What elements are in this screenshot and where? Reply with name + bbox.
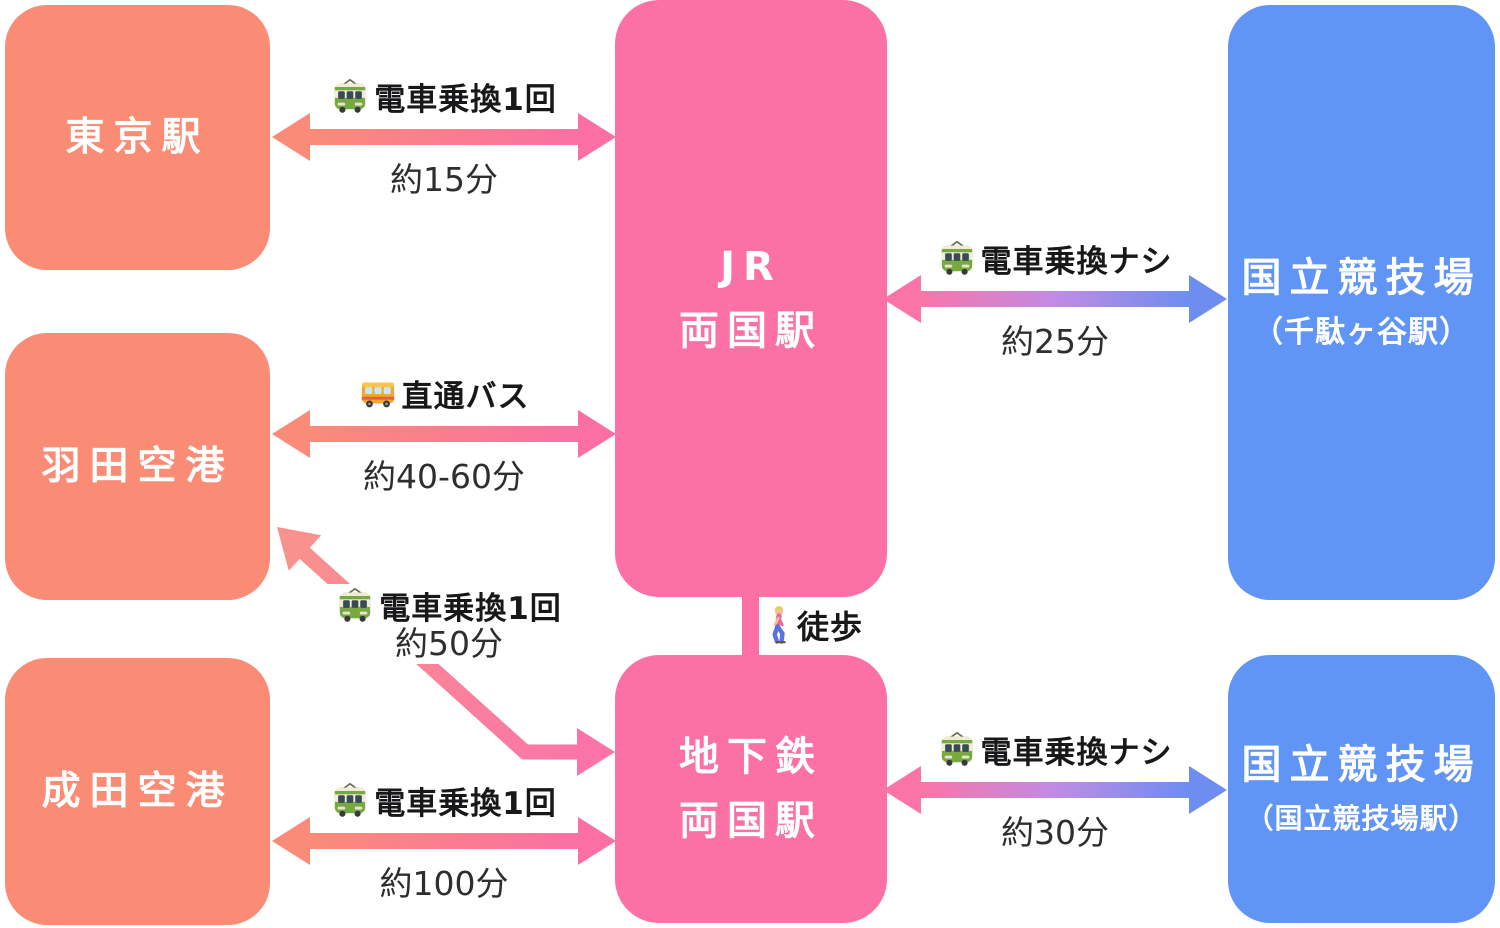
node-label-line1: 地下鉄 bbox=[679, 734, 823, 780]
node-label-line2: （国立競技場駅） bbox=[1245, 802, 1478, 835]
walk-label-text: 徒歩 bbox=[797, 608, 864, 646]
tram-icon bbox=[331, 77, 369, 115]
route-label: 電車乗換ナシ bbox=[938, 730, 1173, 771]
arrow-head-left-icon bbox=[883, 275, 921, 323]
walk-icon bbox=[766, 605, 791, 645]
arrow-head-right-icon bbox=[578, 817, 616, 865]
node-narita-airport: 成田空港 bbox=[5, 658, 270, 925]
node-label: 羽田空港 bbox=[41, 444, 234, 489]
node-jr-ryogoku-station: JR 両国駅 bbox=[615, 0, 887, 597]
route-label: 電車乗換1回 bbox=[331, 77, 557, 118]
tram-icon bbox=[938, 239, 976, 277]
tram-icon bbox=[336, 586, 374, 624]
route-label: 直通バス bbox=[359, 374, 530, 415]
double-arrow bbox=[883, 275, 1227, 323]
arrow-shaft bbox=[310, 426, 578, 442]
node-label-line1: 国立競技場 bbox=[1241, 742, 1482, 788]
node-national-stadium-kokuritsukyogijo: 国立競技場 （国立競技場駅） bbox=[1228, 655, 1495, 923]
node-subway-ryogoku-station: 地下鉄 両国駅 bbox=[615, 655, 887, 923]
double-arrow bbox=[272, 113, 616, 161]
node-tokyo-station: 東京駅 bbox=[5, 5, 270, 270]
route-time: 約15分 bbox=[390, 160, 498, 199]
tram-icon bbox=[938, 730, 976, 768]
arrow-shaft bbox=[921, 782, 1189, 798]
arrow-head-left-icon bbox=[272, 113, 310, 161]
node-national-stadium-sendagaya: 国立競技場 （千駄ヶ谷駅） bbox=[1228, 5, 1495, 600]
arrow-shaft bbox=[310, 833, 578, 849]
node-label-line2: （千駄ヶ谷駅） bbox=[1253, 314, 1470, 350]
route-time: 約50分 bbox=[395, 624, 503, 663]
node-label: 東京駅 bbox=[65, 115, 210, 160]
route-haneda-to-subway-ryogoku-label: 電車乗換1回 約50分 bbox=[320, 584, 578, 664]
arrow-head-right-icon bbox=[578, 410, 616, 458]
route-label-text: 電車乗換ナシ bbox=[980, 243, 1173, 280]
route-label-text: 電車乗換1回 bbox=[374, 81, 557, 118]
route-time: 約25分 bbox=[1001, 322, 1109, 361]
node-label-line1: 国立競技場 bbox=[1241, 254, 1482, 301]
route-time: 約30分 bbox=[1001, 813, 1109, 852]
node-label-line2: 両国駅 bbox=[679, 798, 823, 844]
bus-icon bbox=[359, 374, 397, 412]
walk-label: 徒歩 bbox=[766, 602, 863, 648]
arrow-head-left-icon bbox=[272, 817, 310, 865]
node-label-line1: JR bbox=[720, 243, 782, 290]
route-narita-to-subway-ryogoku: 電車乗換1回 約100分 bbox=[272, 781, 616, 902]
route-label-text: 直通バス bbox=[401, 378, 530, 415]
tram-icon bbox=[331, 781, 369, 819]
route-time: 約40-60分 bbox=[363, 457, 525, 496]
route-label: 電車乗換1回 bbox=[336, 586, 562, 627]
route-label: 電車乗換ナシ bbox=[938, 239, 1173, 280]
double-arrow bbox=[883, 766, 1227, 814]
arrow-head-up-left-icon bbox=[277, 527, 322, 571]
node-label: 成田空港 bbox=[41, 769, 234, 814]
route-label-text: 電車乗換1回 bbox=[379, 590, 562, 627]
route-time: 約100分 bbox=[379, 864, 509, 903]
node-haneda-airport: 羽田空港 bbox=[5, 333, 270, 600]
arrow-head-right-icon bbox=[1189, 275, 1227, 323]
arrow-head-right-icon bbox=[578, 113, 616, 161]
route-jr-ryogoku-to-sendagaya: 電車乗換ナシ 約25分 bbox=[883, 239, 1227, 360]
route-tokyo-to-jr-ryogoku: 電車乗換1回 約15分 bbox=[272, 77, 616, 198]
route-subway-ryogoku-to-kokuritsukyogijo: 電車乗換ナシ 約30分 bbox=[883, 730, 1227, 851]
walk-connector-bar bbox=[742, 593, 759, 657]
double-arrow bbox=[272, 817, 616, 865]
arrow-head-left-icon bbox=[883, 766, 921, 814]
route-label: 電車乗換1回 bbox=[331, 781, 557, 822]
arrow-head-left-icon bbox=[272, 410, 310, 458]
arrow-head-right-icon bbox=[577, 728, 615, 776]
arrow-shaft bbox=[310, 129, 578, 145]
route-label-text: 電車乗換1回 bbox=[374, 785, 557, 822]
node-label-line2: 両国駅 bbox=[679, 307, 823, 354]
double-arrow bbox=[272, 410, 616, 458]
arrow-shaft bbox=[921, 291, 1189, 307]
route-haneda-to-jr-ryogoku-bus: 直通バス 約40-60分 bbox=[272, 374, 616, 495]
arrow-head-right-icon bbox=[1189, 766, 1227, 814]
route-label-text: 電車乗換ナシ bbox=[980, 734, 1173, 771]
